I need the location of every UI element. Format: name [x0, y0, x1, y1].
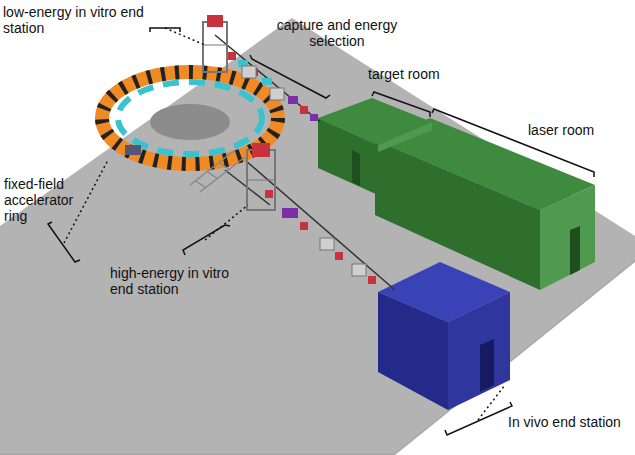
target-room-front	[318, 118, 378, 195]
stands	[242, 66, 366, 276]
laser-room-front	[375, 140, 540, 290]
door	[570, 226, 580, 275]
callout-label: laser room	[528, 122, 628, 138]
callout-label: capture and energy selection	[272, 17, 402, 49]
target-room-side	[378, 122, 432, 152]
brackets	[48, 28, 594, 435]
stairs	[190, 150, 245, 192]
callout-label: In vivo end station	[508, 414, 630, 430]
door	[480, 339, 494, 392]
leader-lines	[64, 28, 505, 420]
magnets	[228, 52, 376, 284]
callout-label: target room	[368, 66, 458, 82]
cavities	[238, 60, 272, 85]
callout-label: high-energy in vitro end station	[110, 265, 240, 297]
laser-room-side	[540, 185, 595, 290]
door	[352, 150, 360, 186]
ring-centre	[150, 104, 230, 140]
ring-cavities	[118, 82, 262, 154]
in-vivo-front	[378, 292, 448, 410]
equipment	[125, 145, 141, 155]
high-energy-tower	[247, 143, 275, 210]
callout-label: fixed-field accelerator ring	[4, 176, 94, 224]
low-energy-tower	[203, 15, 227, 72]
callout-label: low-energy in vitro end station	[3, 4, 153, 36]
beam-pipe	[245, 160, 395, 290]
floor-top	[0, 18, 635, 453]
in-vivo-side	[448, 292, 510, 410]
quadrupoles	[282, 96, 318, 218]
